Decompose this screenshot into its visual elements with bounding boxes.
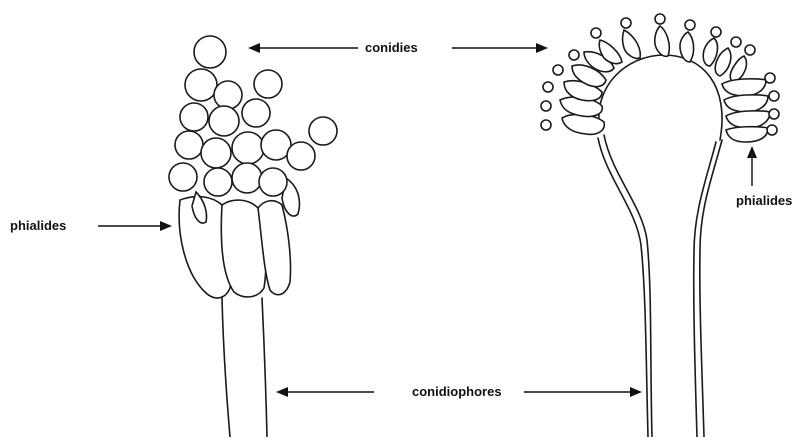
left-conidia [169,36,337,196]
arrow-phialides-left [98,221,172,231]
label-conidiophores: conidiophores [412,384,502,400]
arrow-conidia-right [452,43,548,53]
right-stalk-edge [700,140,722,437]
arrow-conidiophores-right [524,387,642,397]
arrow-conidiophores-left [276,387,374,397]
vesicle-outline [599,55,722,140]
right-stalk-edge [694,142,716,437]
left-phialides [179,178,299,298]
right-conidiophore [598,55,722,437]
arrow-phialides-right [747,146,757,186]
label-phialides-right: phialides [736,193,792,209]
left-stalk-edge [262,298,267,437]
label-phialides-left: phialides [10,218,66,234]
right-phialides [541,14,779,142]
label-conidia: conidies [365,40,418,56]
left-conidiophore [222,298,267,437]
left-stalk-edge [222,298,230,437]
arrow-conidia-left [248,43,358,53]
